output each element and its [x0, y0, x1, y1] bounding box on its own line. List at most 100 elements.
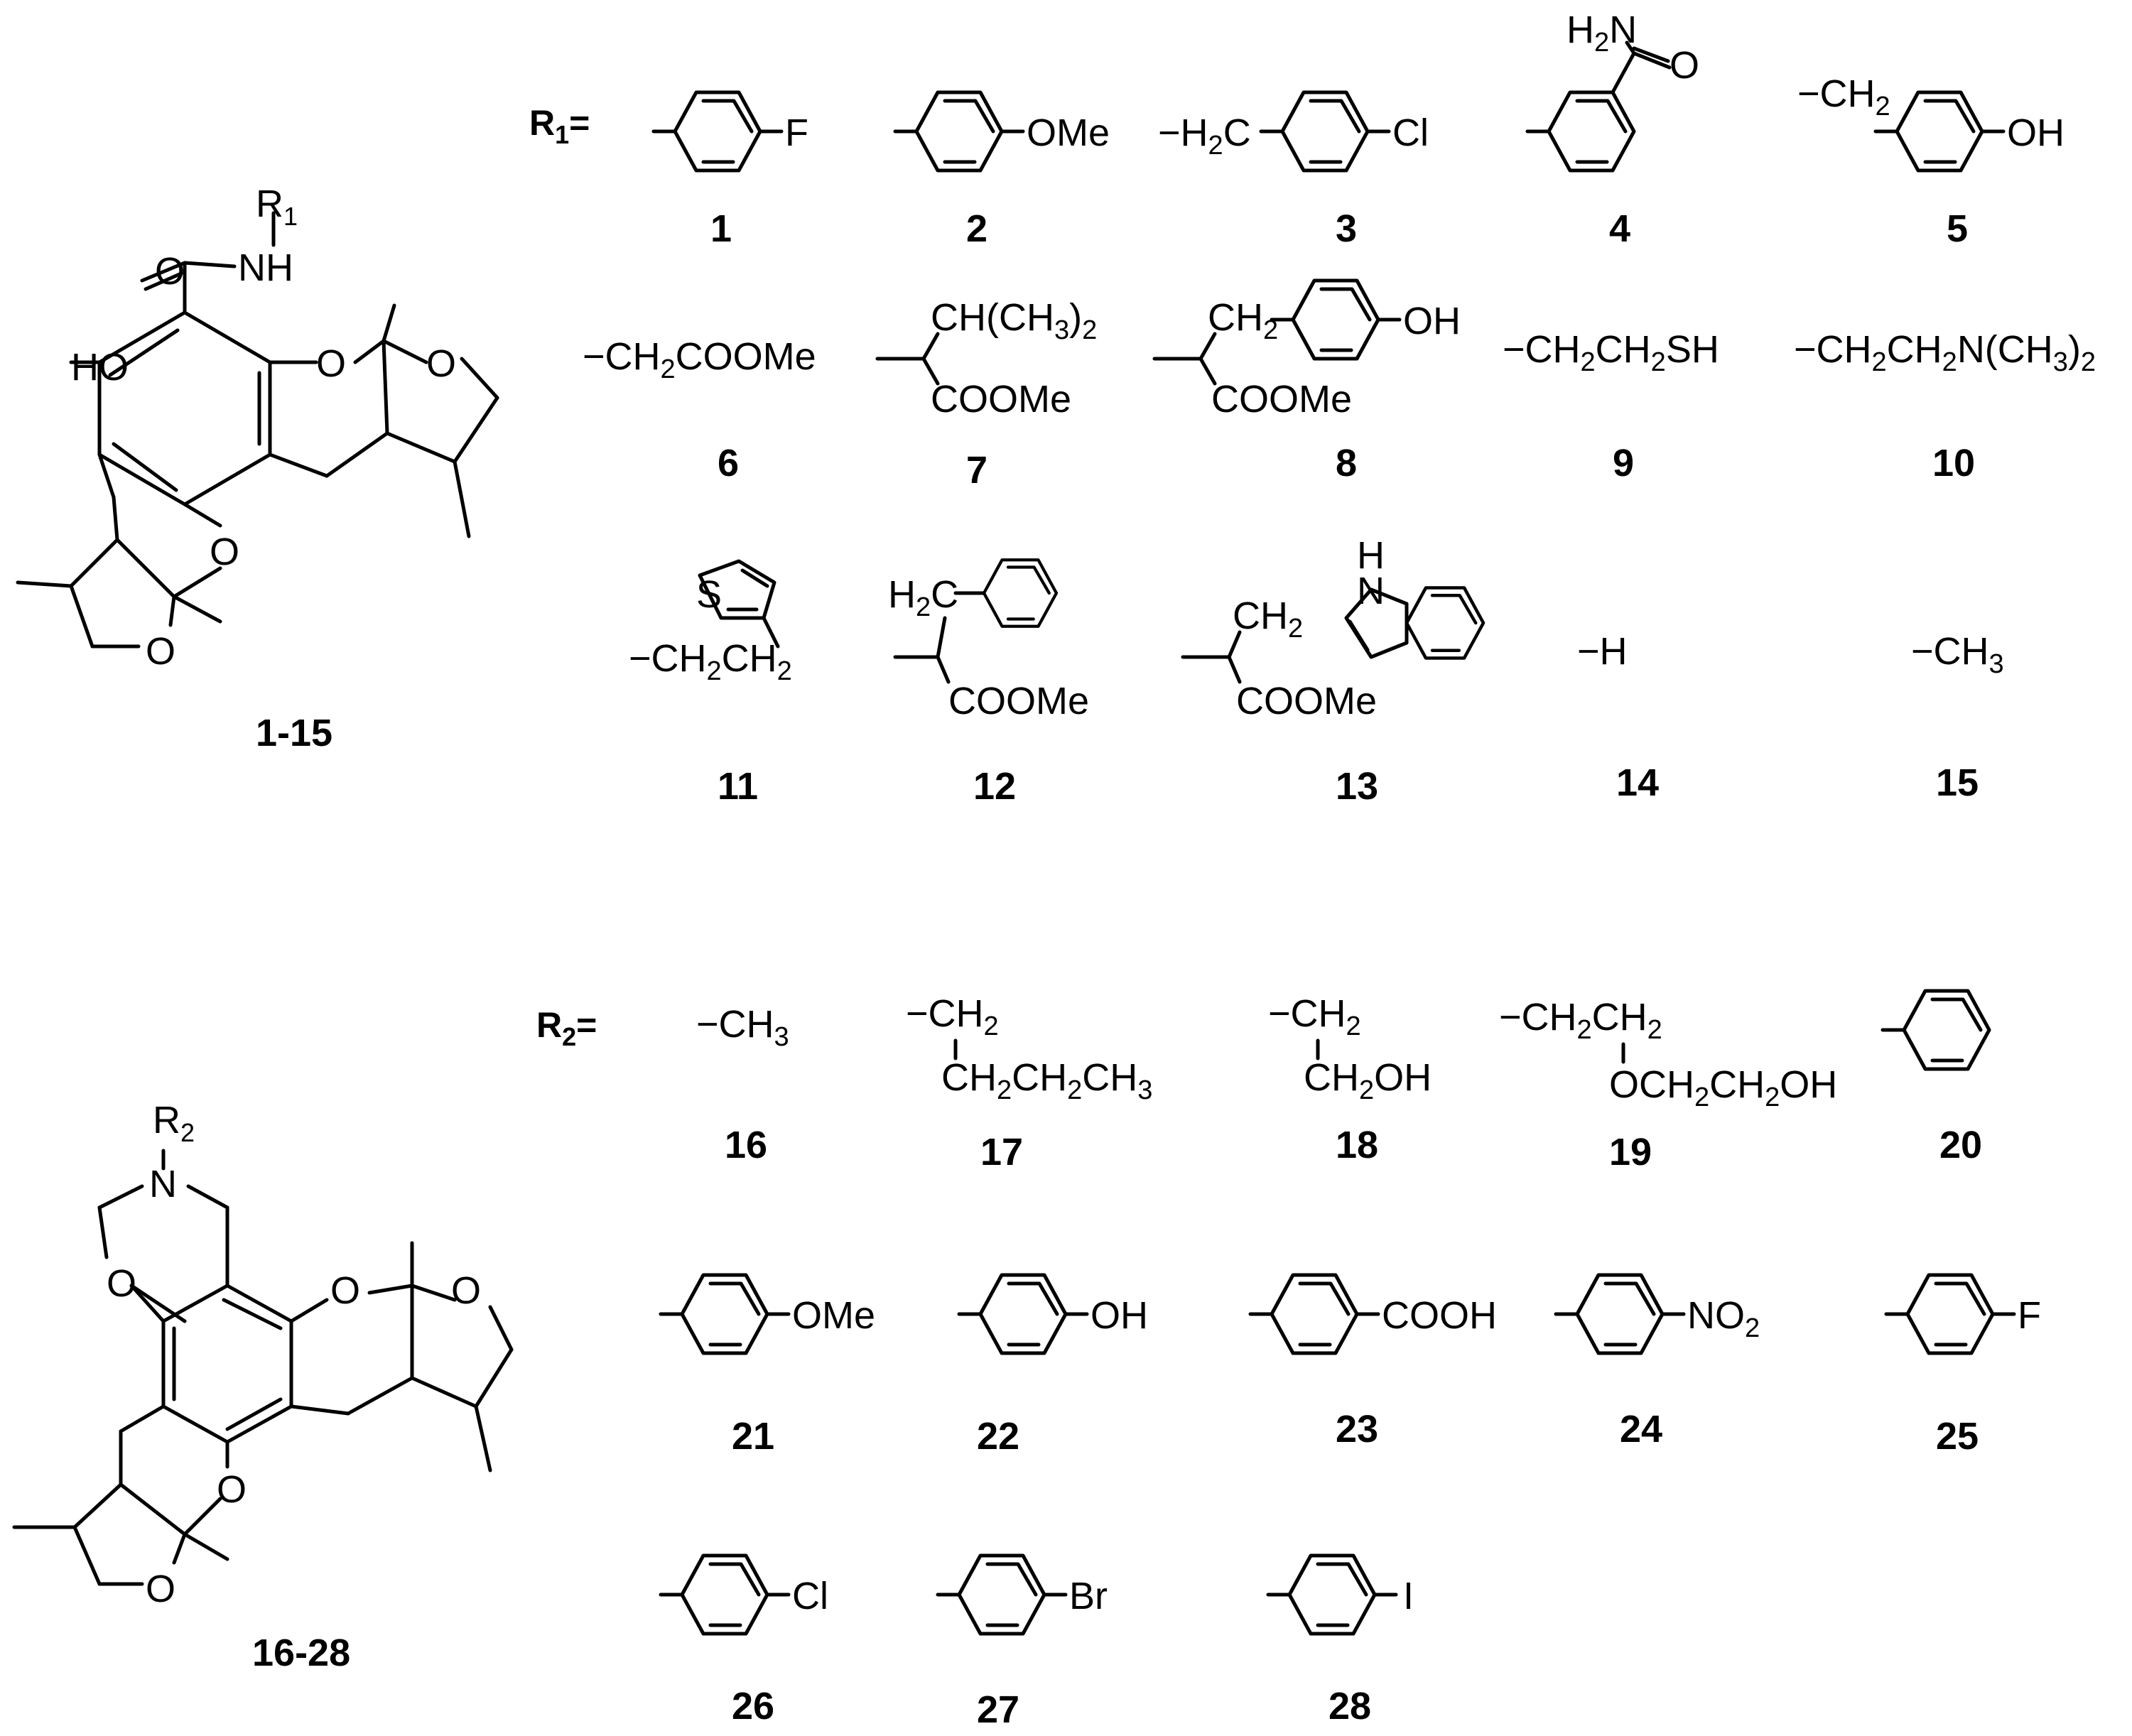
svg-text:COOMe: COOMe: [1211, 378, 1352, 421]
svg-text:Cl: Cl: [1392, 112, 1429, 154]
svg-text:8: 8: [1336, 442, 1357, 484]
r2-item-17: −CH2 CH2CH2CH3 17: [906, 992, 1152, 1173]
r1-item-7: CH(CH3)2 COOMe 7: [875, 296, 1097, 492]
carbonyl-oxygen-label: O: [155, 250, 185, 293]
svg-text:OH: OH: [1403, 300, 1461, 342]
svg-text:7: 7: [966, 449, 987, 492]
svg-text:COOMe: COOMe: [931, 378, 1071, 421]
svg-text:6: 6: [718, 442, 739, 484]
svg-text:−CH2: −CH2: [906, 992, 999, 1041]
svg-text:4: 4: [1609, 207, 1630, 250]
svg-text:F: F: [2018, 1294, 2041, 1337]
r2-item-16: −CH3 16: [696, 1003, 789, 1166]
svg-text:−CH2CH2: −CH2CH2: [629, 637, 792, 686]
svg-text:CH2: CH2: [1208, 296, 1278, 345]
svg-text:9: 9: [1613, 442, 1634, 484]
r2-item-23: COOH 23: [1250, 1275, 1497, 1450]
svg-text:−CH2: −CH2: [1268, 992, 1361, 1041]
svg-text:13: 13: [1336, 765, 1378, 808]
svg-text:−CH2CH2: −CH2CH2: [1499, 996, 1662, 1045]
svg-text:14: 14: [1616, 761, 1659, 804]
svg-text:16: 16: [725, 1124, 767, 1166]
svg-text:2: 2: [966, 207, 987, 250]
svg-text:OH: OH: [2007, 112, 2065, 154]
pyran-oxygen-label-4: O: [217, 1468, 247, 1511]
r1-item-10: −CH2CH2N(CH3)2 10: [1794, 328, 2096, 484]
r2-item-20: 20: [1881, 991, 1989, 1166]
r2-item-19: −CH2CH2 OCH2CH2OH 19: [1499, 996, 1837, 1173]
svg-text:OCH2CH2OH: OCH2CH2OH: [1609, 1063, 1837, 1112]
hydroxyl-label: HO: [71, 346, 129, 389]
compound-range-1-15: 1-15: [256, 712, 332, 754]
r2-item-21: OMe 21: [661, 1275, 875, 1458]
svg-text:S: S: [696, 573, 722, 616]
svg-text:−H: −H: [1577, 630, 1628, 673]
pyran-oxygen-label-2: O: [210, 531, 239, 573]
svg-text:NO2: NO2: [1687, 1294, 1760, 1343]
r2-item-24: NO2 24: [1556, 1275, 1760, 1450]
r2-item-28: I 28: [1268, 1556, 1414, 1727]
svg-text:OMe: OMe: [792, 1294, 875, 1337]
svg-text:−CH2: −CH2: [1797, 72, 1890, 121]
r1-item-3: −H2C Cl 3: [1158, 92, 1429, 250]
svg-text:25: 25: [1936, 1415, 1979, 1458]
svg-text:CH2: CH2: [1233, 595, 1303, 644]
svg-text:H2N: H2N: [1566, 9, 1637, 58]
r1-item-2: OMe 2: [895, 92, 1110, 250]
svg-text:CH(CH3)2: CH(CH3)2: [931, 296, 1097, 345]
svg-text:12: 12: [973, 765, 1016, 808]
r1-item-11: S −CH2CH2 11: [629, 559, 792, 808]
svg-text:−CH2COOMe: −CH2COOMe: [583, 335, 816, 384]
r2-substituent-label: R2: [153, 1099, 195, 1147]
svg-text:CH2CH2CH3: CH2CH2CH3: [941, 1056, 1152, 1105]
r1-item-4: H2N O 4: [1525, 9, 1699, 250]
svg-text:1: 1: [710, 207, 732, 250]
r1-item-14: −H 14: [1577, 630, 1659, 804]
thf-oxygen-label-3: O: [451, 1269, 481, 1312]
svg-text:10: 10: [1932, 442, 1975, 484]
svg-text:I: I: [1403, 1575, 1414, 1617]
r1-item-12: H2C COOMe 12: [888, 560, 1089, 808]
thf-oxygen-label-2: O: [146, 630, 175, 673]
svg-text:−CH2CH2SH: −CH2CH2SH: [1503, 328, 1719, 377]
svg-text:−CH3: −CH3: [1911, 630, 2004, 679]
svg-text:CH2OH: CH2OH: [1304, 1056, 1432, 1105]
svg-text:−CH2CH2N(CH3)2: −CH2CH2N(CH3)2: [1794, 328, 2096, 377]
svg-text:F: F: [785, 112, 808, 154]
r1-item-9: −CH2CH2SH 9: [1503, 328, 1719, 484]
svg-text:OMe: OMe: [1027, 112, 1110, 154]
svg-text:5: 5: [1947, 207, 1968, 250]
r1-substituent-label: R1: [256, 183, 298, 231]
r1-item-15: −CH3 15: [1911, 630, 2004, 804]
svg-text:H2C: H2C: [888, 573, 958, 622]
svg-text:Cl: Cl: [792, 1575, 828, 1617]
svg-text:19: 19: [1609, 1131, 1652, 1173]
compound-range-16-28: 16-28: [252, 1632, 350, 1674]
thf-oxygen-label-4: O: [146, 1568, 175, 1610]
nh-label: NH: [238, 246, 293, 289]
svg-text:3: 3: [1336, 207, 1357, 250]
r1-item-6: −CH2COOMe 6: [583, 335, 816, 484]
svg-text:18: 18: [1336, 1124, 1378, 1166]
svg-text:N: N: [1357, 570, 1385, 612]
svg-text:21: 21: [732, 1415, 774, 1458]
svg-text:−H2C: −H2C: [1158, 112, 1251, 161]
svg-text:Br: Br: [1069, 1575, 1108, 1617]
svg-text:22: 22: [977, 1415, 1019, 1458]
r2-item-25: F 25: [1886, 1275, 2041, 1458]
svg-text:27: 27: [977, 1688, 1019, 1731]
r2-item-18: −CH2 CH2OH 18: [1268, 992, 1432, 1166]
svg-text:28: 28: [1329, 1685, 1371, 1727]
r1-item-13: CH2 H N COOMe 13: [1181, 534, 1483, 808]
svg-text:17: 17: [980, 1131, 1023, 1173]
svg-text:H: H: [1357, 534, 1385, 577]
r2-item-27: Br 27: [938, 1556, 1108, 1731]
svg-text:15: 15: [1936, 761, 1979, 804]
pyran-oxygen-label: O: [316, 342, 346, 385]
svg-text:−CH3: −CH3: [696, 1003, 789, 1052]
svg-text:COOMe: COOMe: [1236, 680, 1377, 722]
svg-text:23: 23: [1336, 1408, 1378, 1450]
r1-item-8: CH2 OH COOMe 8: [1152, 281, 1461, 484]
